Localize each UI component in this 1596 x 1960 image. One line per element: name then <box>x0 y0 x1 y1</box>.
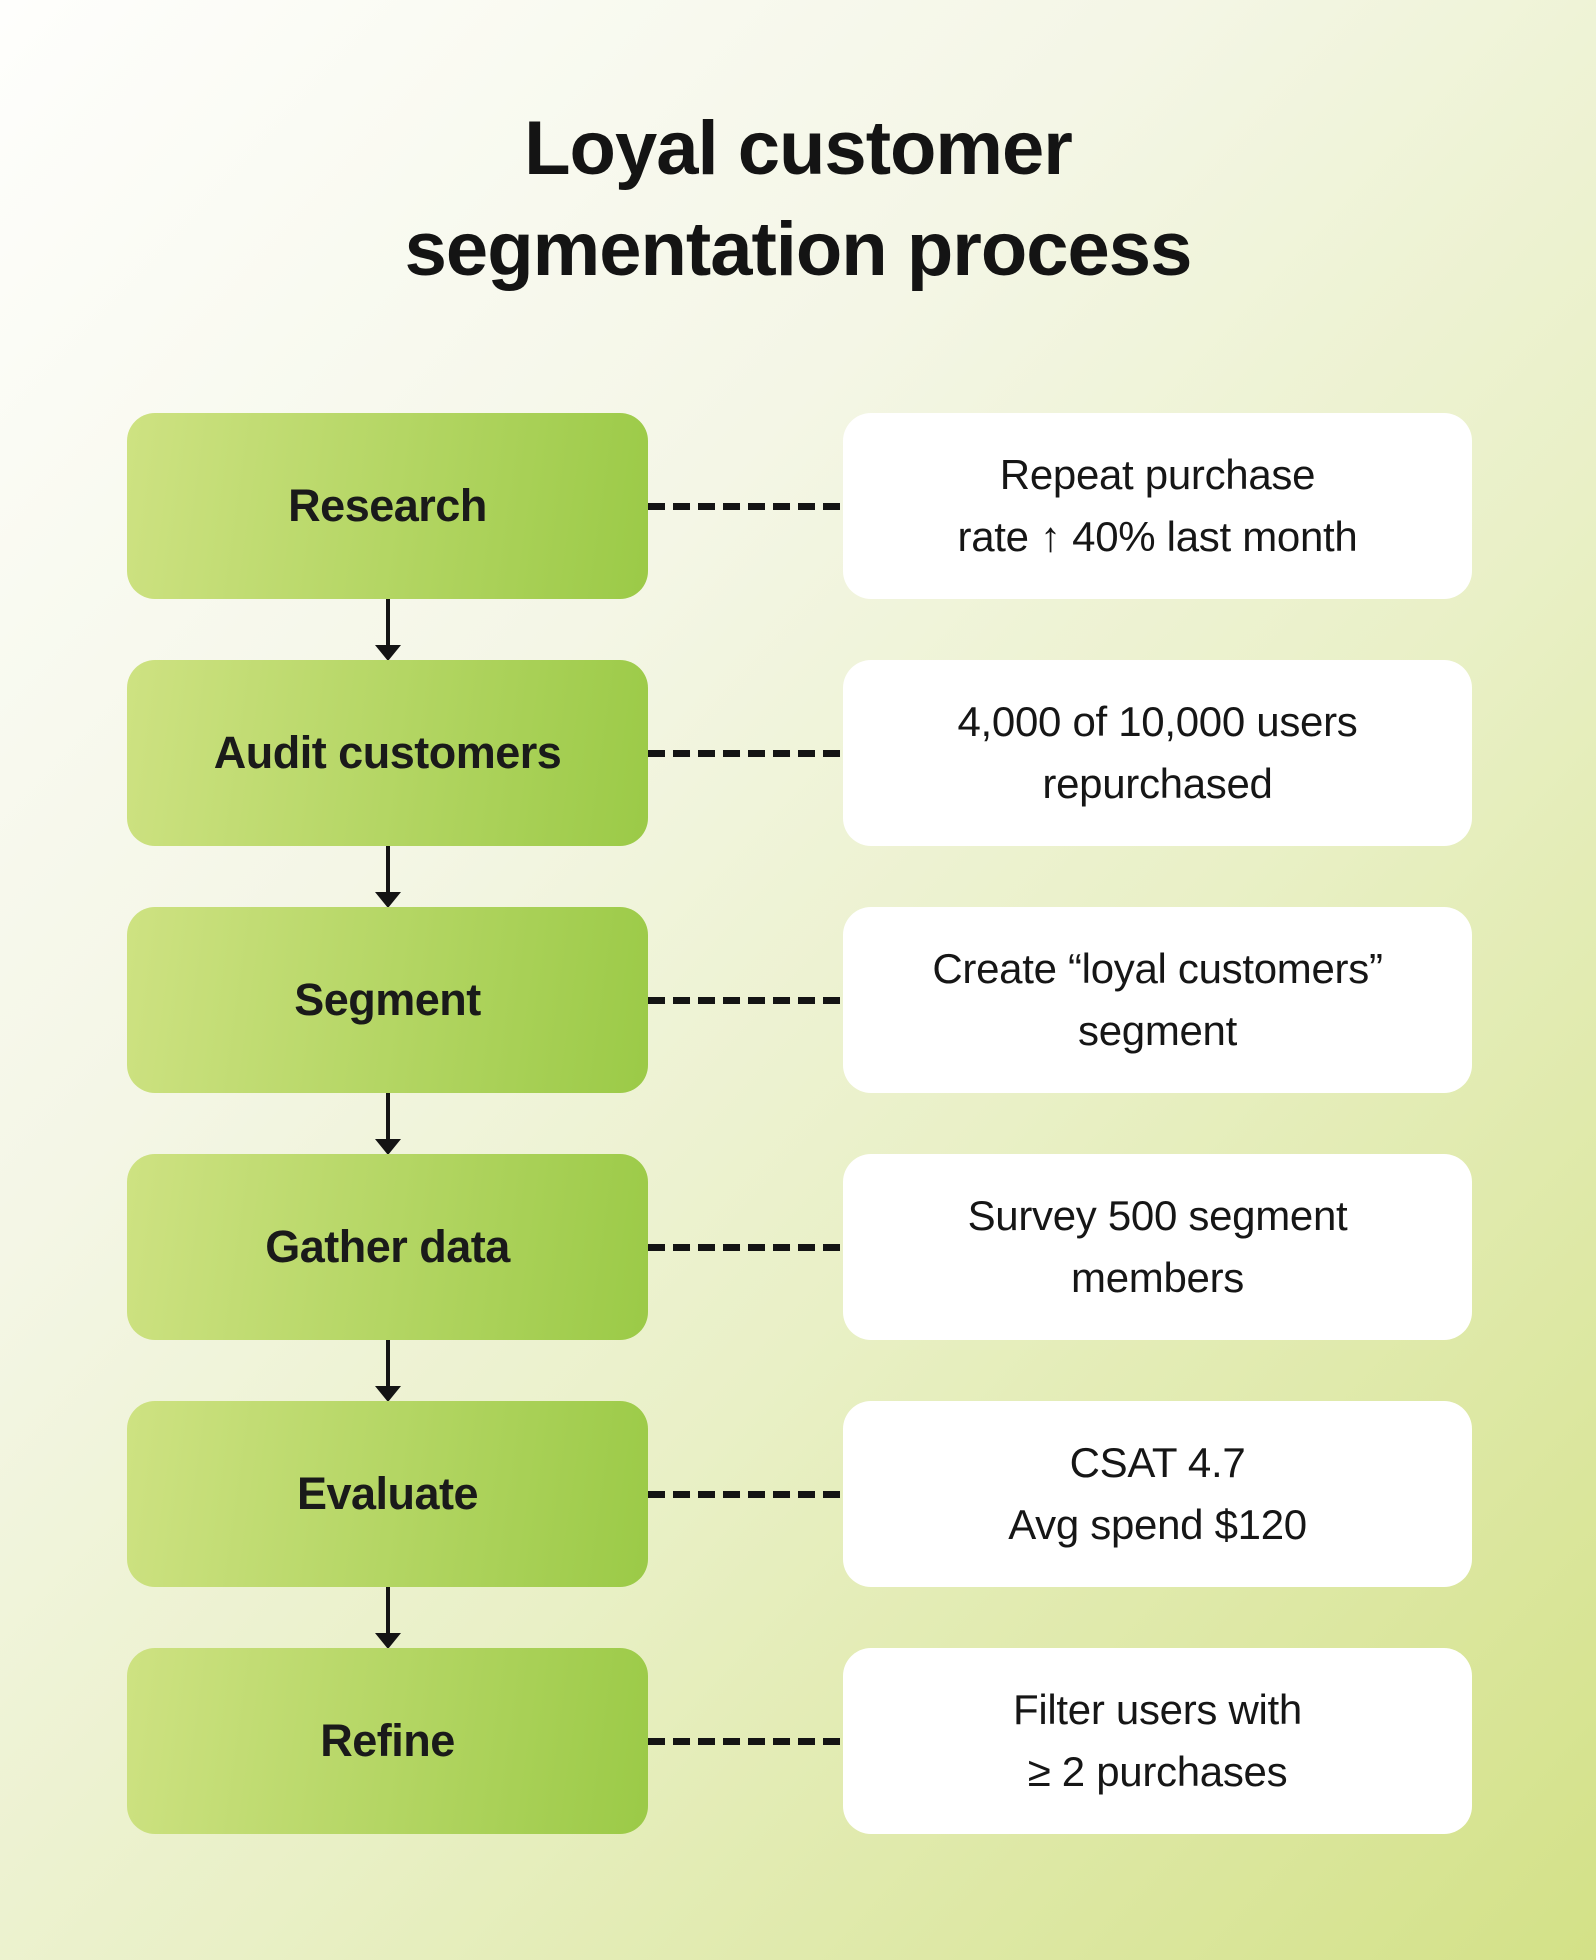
note-card: Create “loyal customers” segment <box>843 907 1472 1093</box>
step-box-audit-customers: Audit customers <box>127 660 648 846</box>
page-title: Loyal customer segmentation process <box>404 106 1193 293</box>
dashed-connector <box>648 997 843 1004</box>
arrow-head <box>375 1633 401 1649</box>
step-label: Research <box>288 480 487 531</box>
note-card: Filter users with ≥ 2 purchases <box>843 1648 1472 1834</box>
flow-row-gather-data: Gather data Survey 500 segment members <box>0 1154 1596 1340</box>
arrow-down-icon <box>373 1587 403 1649</box>
note-text: Filter users with ≥ 2 purchases <box>1013 1685 1302 1795</box>
note-card: Repeat purchase rate ↑ 40% last month <box>843 413 1472 599</box>
dashed-connector <box>648 1738 843 1745</box>
arrow-shaft <box>386 846 390 892</box>
flow-row-segment: Segment Create “loyal customers” segment <box>0 907 1596 1093</box>
arrow-shaft <box>386 1587 390 1633</box>
arrow-head <box>375 645 401 661</box>
arrow-shaft <box>386 599 390 645</box>
step-label: Evaluate <box>296 1468 479 1519</box>
flow-row-evaluate: Evaluate CSAT 4.7 Avg spend $120 <box>0 1401 1596 1587</box>
arrow-down-icon <box>373 846 403 908</box>
step-label: Audit customers <box>213 727 562 778</box>
arrow-down-icon <box>373 599 403 661</box>
dashed-connector <box>648 503 843 510</box>
step-label: Gather data <box>265 1221 510 1272</box>
arrow-down-icon <box>373 1340 403 1402</box>
arrow-head <box>375 1386 401 1402</box>
step-box-gather-data: Gather data <box>127 1154 648 1340</box>
step-box-evaluate: Evaluate <box>127 1401 648 1587</box>
step-box-segment: Segment <box>127 907 648 1093</box>
note-text: 4,000 of 10,000 users repurchased <box>957 697 1358 807</box>
dashed-connector <box>648 750 843 757</box>
arrow-head <box>375 892 401 908</box>
arrow-shaft <box>386 1093 390 1139</box>
arrow-down-icon <box>373 1093 403 1155</box>
flow-row-refine: Refine Filter users with ≥ 2 purchases <box>0 1648 1596 1834</box>
note-text: CSAT 4.7 Avg spend $120 <box>1008 1438 1307 1548</box>
step-box-refine: Refine <box>127 1648 648 1834</box>
step-label: Segment <box>294 974 481 1025</box>
step-label: Refine <box>320 1715 455 1766</box>
note-card: 4,000 of 10,000 users repurchased <box>843 660 1472 846</box>
arrow-shaft <box>386 1340 390 1386</box>
note-text: Create “loyal customers” segment <box>932 944 1383 1054</box>
dashed-connector <box>648 1491 843 1498</box>
step-box-research: Research <box>127 413 648 599</box>
arrow-head <box>375 1139 401 1155</box>
dashed-connector <box>648 1244 843 1251</box>
flow-row-research: Research Repeat purchase rate ↑ 40% last… <box>0 413 1596 599</box>
note-text: Repeat purchase rate ↑ 40% last month <box>957 450 1358 560</box>
note-card: Survey 500 segment members <box>843 1154 1472 1340</box>
note-text: Survey 500 segment members <box>967 1191 1348 1301</box>
note-card: CSAT 4.7 Avg spend $120 <box>843 1401 1472 1587</box>
flow-row-audit-customers: Audit customers 4,000 of 10,000 users re… <box>0 660 1596 846</box>
